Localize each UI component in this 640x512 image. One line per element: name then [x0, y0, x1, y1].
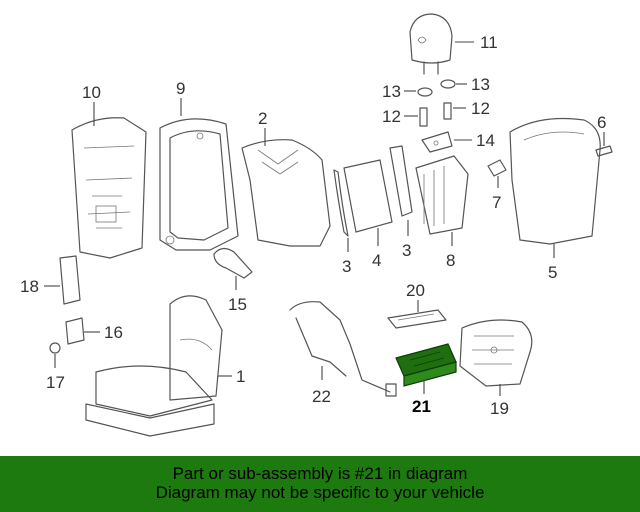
callout-17: 17: [46, 373, 65, 392]
part-3-strip-left: [333, 169, 349, 252]
callout-6: 6: [597, 113, 606, 132]
callout-5: 5: [548, 263, 557, 282]
callout-14: 14: [476, 131, 495, 150]
part-5-trim-cover: [509, 117, 601, 258]
info-banner: Part or sub-assembly is #21 in diagram D…: [0, 456, 640, 512]
part-15-lever: [213, 247, 253, 290]
part-21-control-module: [395, 343, 457, 394]
part-4-pad: [343, 159, 393, 246]
banner-line-2: Diagram may not be specific to your vehi…: [155, 483, 485, 502]
callout-1: 1: [236, 367, 245, 386]
callout-20: 20: [406, 281, 425, 300]
callout-9: 9: [176, 79, 185, 98]
callout-16: 16: [104, 323, 123, 342]
callout-12-left: 12: [382, 107, 401, 126]
part-20-module: [387, 300, 447, 329]
part-22-harness: [289, 301, 397, 397]
callout-8: 8: [446, 251, 455, 270]
callout-19: 19: [490, 399, 509, 418]
callout-10: 10: [82, 83, 101, 102]
callout-13-right: 13: [471, 75, 490, 94]
part-3-strip-right: [389, 145, 413, 236]
part-12-bolts: [404, 102, 466, 127]
callout-18: 18: [20, 277, 39, 296]
part-13-guides: [404, 79, 467, 97]
part-16-bracket: [65, 317, 100, 345]
part-7-bracket: [487, 159, 507, 188]
callout-3-left: 3: [342, 257, 351, 276]
callout-21: 21: [412, 397, 431, 416]
part-10-back-panel: [71, 102, 147, 259]
part-1-seat-assembly: [85, 295, 232, 437]
callout-2: 2: [258, 109, 267, 128]
part-9-back-frame: [159, 98, 239, 251]
callout-7: 7: [492, 193, 501, 212]
part-2-back-cushion: [241, 128, 331, 247]
part-8-backing-panel: [415, 155, 469, 246]
part-17-grommet: [49, 342, 61, 368]
part-18-side-panel: [44, 255, 81, 305]
part-6-clip: [595, 132, 613, 157]
callout-13-left: 13: [382, 82, 401, 101]
callout-3-right: 3: [402, 241, 411, 260]
part-19-tray: [459, 319, 533, 396]
seat-parts-diagram: 11 13 13 12 12 14 10 9: [20, 13, 613, 437]
callout-22: 22: [312, 387, 331, 406]
part-14-bracket: [421, 131, 472, 153]
callout-4: 4: [372, 251, 381, 270]
callout-15: 15: [228, 295, 247, 314]
callout-12-right: 12: [471, 99, 490, 118]
callout-11: 11: [480, 33, 498, 52]
part-11-headrest: [409, 13, 474, 75]
banner-line-1: Part or sub-assembly is #21 in diagram: [172, 464, 468, 483]
